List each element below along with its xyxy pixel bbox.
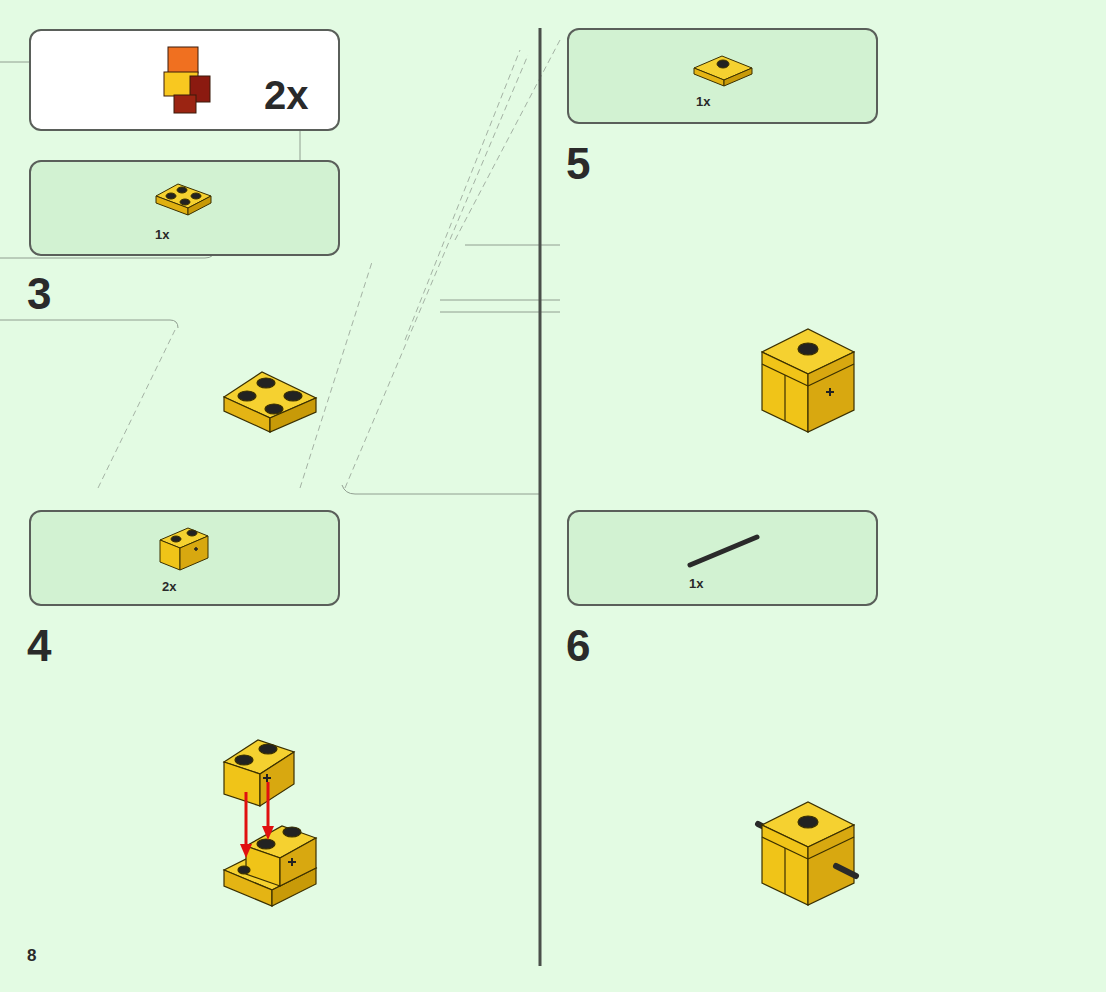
brick-upper	[224, 740, 294, 806]
parts-box: 1x	[567, 28, 878, 124]
step-number: 3	[27, 272, 51, 316]
part-quantity: 1x	[696, 95, 710, 108]
cube-assembly	[762, 329, 854, 432]
assembly-arrows	[240, 782, 274, 858]
plate-2x2-part	[156, 184, 211, 215]
page-number-holder: 8	[27, 947, 36, 964]
step-number-holder: 3	[27, 272, 51, 316]
step-number-holder: 5	[566, 142, 590, 186]
figure-part	[164, 47, 210, 113]
plate-2x2	[224, 372, 316, 432]
step-number: 5	[566, 142, 590, 186]
cube-with-axle	[758, 802, 856, 905]
page-number: 8	[27, 947, 36, 964]
page-divider	[539, 28, 542, 966]
part-quantity: 1x	[155, 228, 169, 241]
brick-lower	[224, 826, 316, 906]
parts-box: 1x	[567, 510, 878, 606]
step-number-holder: 4	[27, 624, 51, 668]
part-quantity: 2x	[162, 580, 176, 593]
plate-1x1-part	[694, 56, 752, 86]
quantity-callout: 2x	[264, 75, 309, 115]
parts-box: 2x	[29, 510, 340, 606]
step-number: 4	[27, 624, 51, 668]
callout-box: 2x	[29, 29, 340, 131]
part-quantity: 1x	[689, 577, 703, 590]
axle-part	[690, 537, 757, 565]
brick-1x2-part	[160, 528, 208, 570]
step-number-holder: 6	[566, 624, 590, 668]
step-number: 6	[566, 624, 590, 668]
parts-box: 1x	[29, 160, 340, 256]
